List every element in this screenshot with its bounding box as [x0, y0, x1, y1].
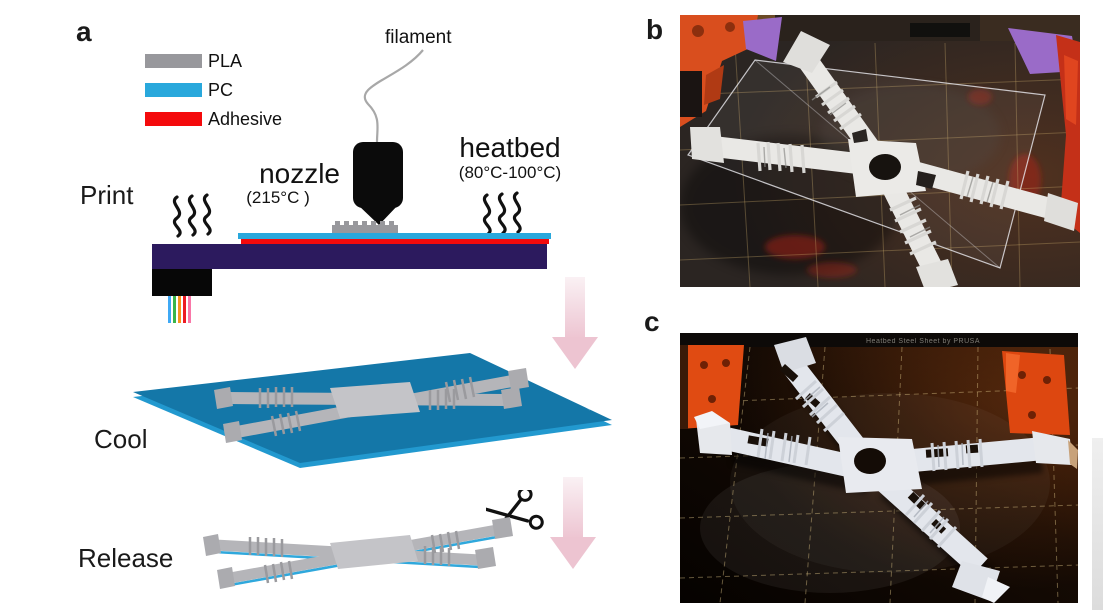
- material-legend: PLA PC Adhesive: [145, 46, 282, 133]
- connector-box: [152, 269, 212, 296]
- filament-label: filament: [385, 27, 452, 48]
- photo-c-released-part-on-bed: Heatbed Steel Sheet by PRUSA: [680, 333, 1078, 603]
- cool-step-illustration: [133, 353, 612, 468]
- orange-bracket-right: [1002, 351, 1070, 435]
- pla-swatch: [145, 53, 202, 68]
- heatbed-temp-label: (80°C-100°C): [458, 163, 562, 182]
- legend-row-pc: PC: [145, 75, 282, 104]
- nozzle-temp-label: (215°C ): [246, 188, 310, 207]
- heatbed-bar: [152, 244, 547, 269]
- heat-waves-right-icon: [482, 191, 522, 236]
- legend-row-adhesive: Adhesive: [145, 104, 282, 133]
- printed-part-photo-b: [690, 31, 1078, 287]
- down-arrow-icon-2: [550, 477, 596, 569]
- pc-layer: [238, 233, 551, 239]
- release-step-label: Release: [78, 543, 174, 573]
- filament-curve: [363, 49, 424, 143]
- panel-a-label: a: [76, 16, 92, 47]
- bed-brand-text: Heatbed Steel Sheet by PRUSA: [866, 338, 980, 345]
- heatbed-label: heatbed: [459, 132, 561, 163]
- orange-bracket-left: [680, 345, 744, 429]
- print-step-diagram: [152, 49, 551, 323]
- print-step-label: Print: [80, 180, 134, 210]
- purple-tape-left: [743, 17, 782, 61]
- release-step-illustration: [203, 517, 513, 589]
- panel-c-label: c: [644, 306, 660, 337]
- printed-part-release: [203, 517, 513, 589]
- pla-label: PLA: [208, 50, 243, 71]
- legend-row-pla: PLA: [145, 46, 282, 75]
- pla-deposit: [332, 221, 398, 233]
- printed-part-cool: [214, 368, 529, 443]
- pc-swatch: [145, 82, 202, 97]
- printer-extruder-part: [680, 15, 758, 127]
- adhesive-label: Adhesive: [208, 108, 283, 129]
- adhesive-layer: [241, 239, 549, 244]
- page-edge-strip: [1092, 438, 1103, 610]
- adhesive-swatch: [145, 111, 202, 126]
- heat-waves-left-icon: [172, 193, 212, 238]
- panel-b-label: b: [646, 14, 664, 45]
- nozzle-label: nozzle: [259, 158, 340, 189]
- printed-part-photo-c: [694, 337, 1078, 603]
- wires: [168, 296, 191, 323]
- cool-step-label: Cool: [94, 424, 148, 454]
- pc-label: PC: [208, 79, 234, 100]
- down-arrow-icon-1: [552, 277, 598, 369]
- photo-b-printed-sheet-on-bed: [680, 15, 1080, 287]
- nozzle-icon: [353, 142, 403, 225]
